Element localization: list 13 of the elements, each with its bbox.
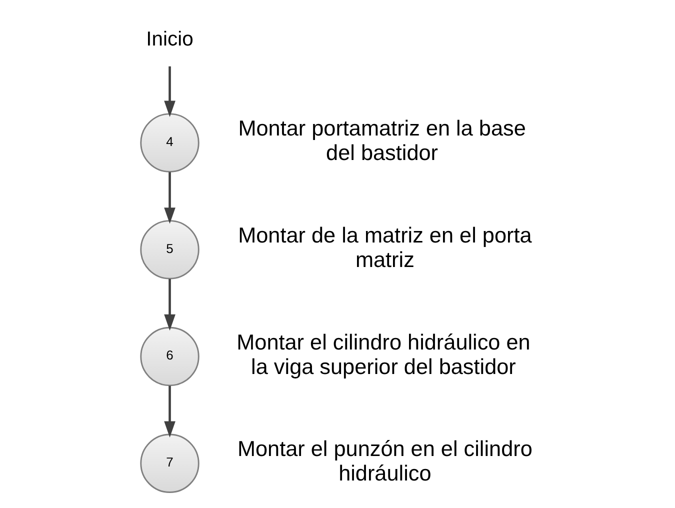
node-label: Montar el cilindro hidráulico en la viga superior del bastidor xyxy=(236,329,530,379)
arrow xyxy=(164,172,175,224)
node-circle: 6 xyxy=(140,326,199,386)
node-label: Montar de la matriz en el porta matriz xyxy=(238,222,532,272)
arrow xyxy=(164,66,175,117)
node-label: Montar el punzón en el cilindro hidráulico xyxy=(236,436,532,486)
node-circle: 4 xyxy=(140,113,199,172)
node-circle: 5 xyxy=(140,220,199,280)
node-label: Montar portamatriz en la base del bastidor xyxy=(238,116,526,166)
node-circle: 7 xyxy=(140,434,199,493)
arrow xyxy=(164,386,175,438)
node-text: Inicio xyxy=(146,28,193,51)
arrow xyxy=(164,278,175,331)
